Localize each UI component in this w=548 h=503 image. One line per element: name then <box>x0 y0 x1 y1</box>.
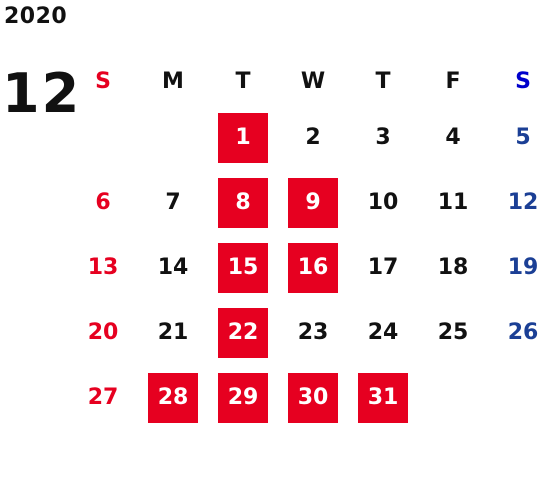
day-number: 26 <box>507 320 539 345</box>
day-cell-mon[interactable]: 14 <box>138 235 208 300</box>
day-number: 6 <box>95 190 111 215</box>
week-row: 27 28 29 30 31 <box>68 365 548 430</box>
day-cell-fri[interactable]: 4 <box>418 105 488 170</box>
day-number: 14 <box>157 255 189 280</box>
day-cell-mon[interactable]: 28 <box>138 365 208 430</box>
week-row: 20 21 22 23 24 25 26 <box>68 300 548 365</box>
day-cell-wed[interactable]: 2 <box>278 105 348 170</box>
day-cell-sun[interactable]: 6 <box>68 170 138 235</box>
week-row: 13 14 15 16 17 18 19 <box>68 235 548 300</box>
weekday-header-tue: T <box>235 68 251 94</box>
highlighted-day-number: 8 <box>218 177 268 228</box>
day-cell-thu[interactable]: 31 <box>348 365 418 430</box>
day-cell-sun[interactable]: 27 <box>68 365 138 430</box>
day-number: 13 <box>87 255 119 280</box>
empty-cell <box>488 365 548 430</box>
weekday-header-mon: M <box>162 68 184 94</box>
week-row: 1 2 3 4 5 <box>68 105 548 170</box>
day-number: 19 <box>507 255 539 280</box>
day-cell-tue[interactable]: 8 <box>208 170 278 235</box>
day-cell-tue[interactable]: 29 <box>208 365 278 430</box>
weekday-header-fri: F <box>445 68 461 94</box>
empty-cell <box>68 105 138 170</box>
day-cell-wed[interactable]: 30 <box>278 365 348 430</box>
month-label: 12 <box>2 62 82 125</box>
weekday-header-thu: T <box>375 68 391 94</box>
empty-cell <box>138 105 208 170</box>
day-number <box>148 113 198 163</box>
highlighted-day-number: 30 <box>288 372 338 423</box>
day-number: 5 <box>515 125 531 150</box>
day-cell-wed[interactable]: 23 <box>278 300 348 365</box>
day-number: 20 <box>87 320 119 345</box>
year-label: 2020 <box>4 4 68 29</box>
day-number: 2 <box>305 125 321 150</box>
highlighted-day-number: 31 <box>358 372 408 423</box>
day-number: 25 <box>437 320 469 345</box>
day-cell-fri[interactable]: 25 <box>418 300 488 365</box>
day-number: 7 <box>165 190 181 215</box>
day-number: 18 <box>437 255 469 280</box>
day-cell-tue[interactable]: 15 <box>208 235 278 300</box>
day-cell-thu[interactable]: 17 <box>348 235 418 300</box>
highlighted-day-number: 28 <box>148 372 198 423</box>
day-cell-thu[interactable]: 3 <box>348 105 418 170</box>
day-cell-sat[interactable]: 26 <box>488 300 548 365</box>
highlighted-day-number: 9 <box>288 177 338 228</box>
day-number: 17 <box>367 255 399 280</box>
highlighted-day-number: 22 <box>218 307 268 358</box>
day-cell-wed[interactable]: 16 <box>278 235 348 300</box>
day-number: 3 <box>375 125 391 150</box>
day-number: 11 <box>437 190 469 215</box>
highlighted-day-number: 29 <box>218 372 268 423</box>
day-number: 23 <box>297 320 329 345</box>
day-cell-mon[interactable]: 21 <box>138 300 208 365</box>
day-cell-thu[interactable]: 24 <box>348 300 418 365</box>
day-number: 4 <box>445 125 461 150</box>
weekday-header-wed: W <box>300 68 326 94</box>
day-cell-mon[interactable]: 7 <box>138 170 208 235</box>
highlighted-day-number: 15 <box>218 242 268 293</box>
day-number <box>78 113 128 163</box>
weekday-header-row: S M T W T F S <box>68 57 548 105</box>
day-number: 12 <box>507 190 539 215</box>
day-cell-sun[interactable]: 20 <box>68 300 138 365</box>
day-number: 27 <box>87 385 119 410</box>
day-cell-fri[interactable]: 11 <box>418 170 488 235</box>
weekday-header-sat: S <box>515 68 531 94</box>
day-number: 10 <box>367 190 399 215</box>
day-cell-tue[interactable]: 22 <box>208 300 278 365</box>
day-cell-sat[interactable]: 12 <box>488 170 548 235</box>
day-cell-sat[interactable]: 19 <box>488 235 548 300</box>
empty-cell <box>418 365 488 430</box>
weekday-header-sun: S <box>95 68 111 94</box>
day-number: 24 <box>367 320 399 345</box>
highlighted-day-number: 16 <box>288 242 338 293</box>
day-number <box>428 373 478 423</box>
highlighted-day-number: 1 <box>218 112 268 163</box>
day-number: 21 <box>157 320 189 345</box>
day-cell-wed[interactable]: 9 <box>278 170 348 235</box>
day-cell-thu[interactable]: 10 <box>348 170 418 235</box>
day-cell-tue[interactable]: 1 <box>208 105 278 170</box>
day-cell-sat[interactable]: 5 <box>488 105 548 170</box>
day-cell-fri[interactable]: 18 <box>418 235 488 300</box>
day-number <box>498 373 548 423</box>
day-cell-sun[interactable]: 13 <box>68 235 138 300</box>
